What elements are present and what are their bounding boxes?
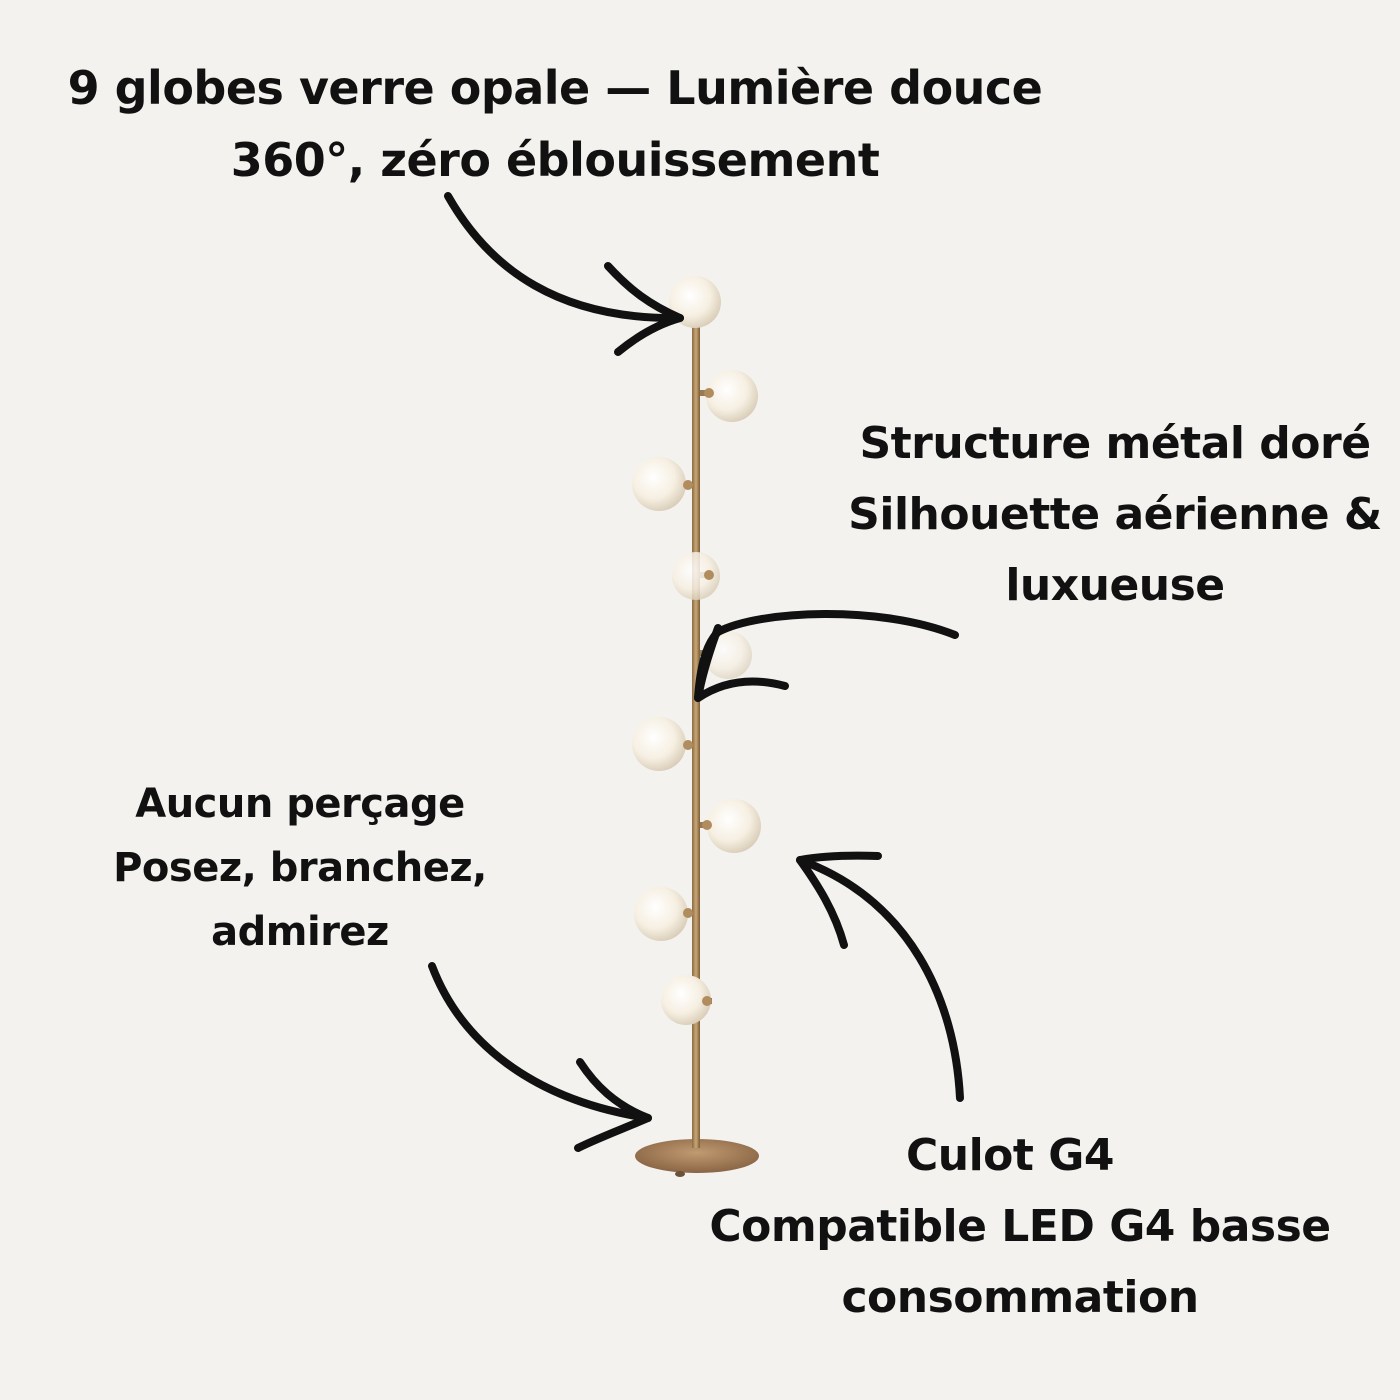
caption-drilling-line3: admirez bbox=[211, 909, 389, 955]
caption-structure: Structure métal doré Silhouette aérienne… bbox=[815, 408, 1400, 621]
lamp-base bbox=[635, 1139, 759, 1173]
arrow-to-base bbox=[428, 962, 652, 1152]
globe-7 bbox=[707, 799, 761, 853]
caption-structure-line2: Silhouette aérienne & bbox=[848, 489, 1382, 540]
caption-structure-line3: luxueuse bbox=[1005, 560, 1225, 611]
caption-socket: Culot G4 Compatible LED G4 basse consomm… bbox=[660, 1120, 1380, 1333]
caption-structure-line1: Structure métal doré bbox=[859, 418, 1371, 469]
caption-socket-line3: consommation bbox=[841, 1272, 1199, 1323]
caption-socket-line1: Culot G4 bbox=[905, 1130, 1115, 1181]
caption-drilling-line2: Posez, branchez, bbox=[113, 845, 487, 891]
floor-lamp bbox=[632, 276, 761, 1177]
globe-4 bbox=[672, 552, 720, 600]
globe-9 bbox=[661, 975, 711, 1025]
caption-drilling: Aucun perçage Posez, branchez, admirez bbox=[70, 772, 530, 964]
arrow-to-socket bbox=[796, 851, 964, 1102]
globe-8 bbox=[634, 887, 688, 941]
caption-socket-line2: Compatible LED G4 basse bbox=[709, 1201, 1331, 1252]
globe-2 bbox=[706, 370, 758, 422]
arrow-to-structure bbox=[694, 610, 959, 702]
caption-globes-line2: 360°, zéro éblouissement bbox=[230, 133, 880, 187]
caption-globes-line1: 9 globes verre opale — Lumière douce bbox=[67, 61, 1043, 115]
arrow-to-globes bbox=[444, 192, 684, 356]
annotation-arrows bbox=[428, 192, 964, 1152]
caption-globes: 9 globes verre opale — Lumière douce 360… bbox=[30, 52, 1080, 196]
lamp-pole bbox=[692, 318, 700, 1148]
globe-6 bbox=[632, 717, 686, 771]
caption-drilling-line1: Aucun perçage bbox=[135, 781, 465, 827]
globe-3 bbox=[632, 457, 686, 511]
